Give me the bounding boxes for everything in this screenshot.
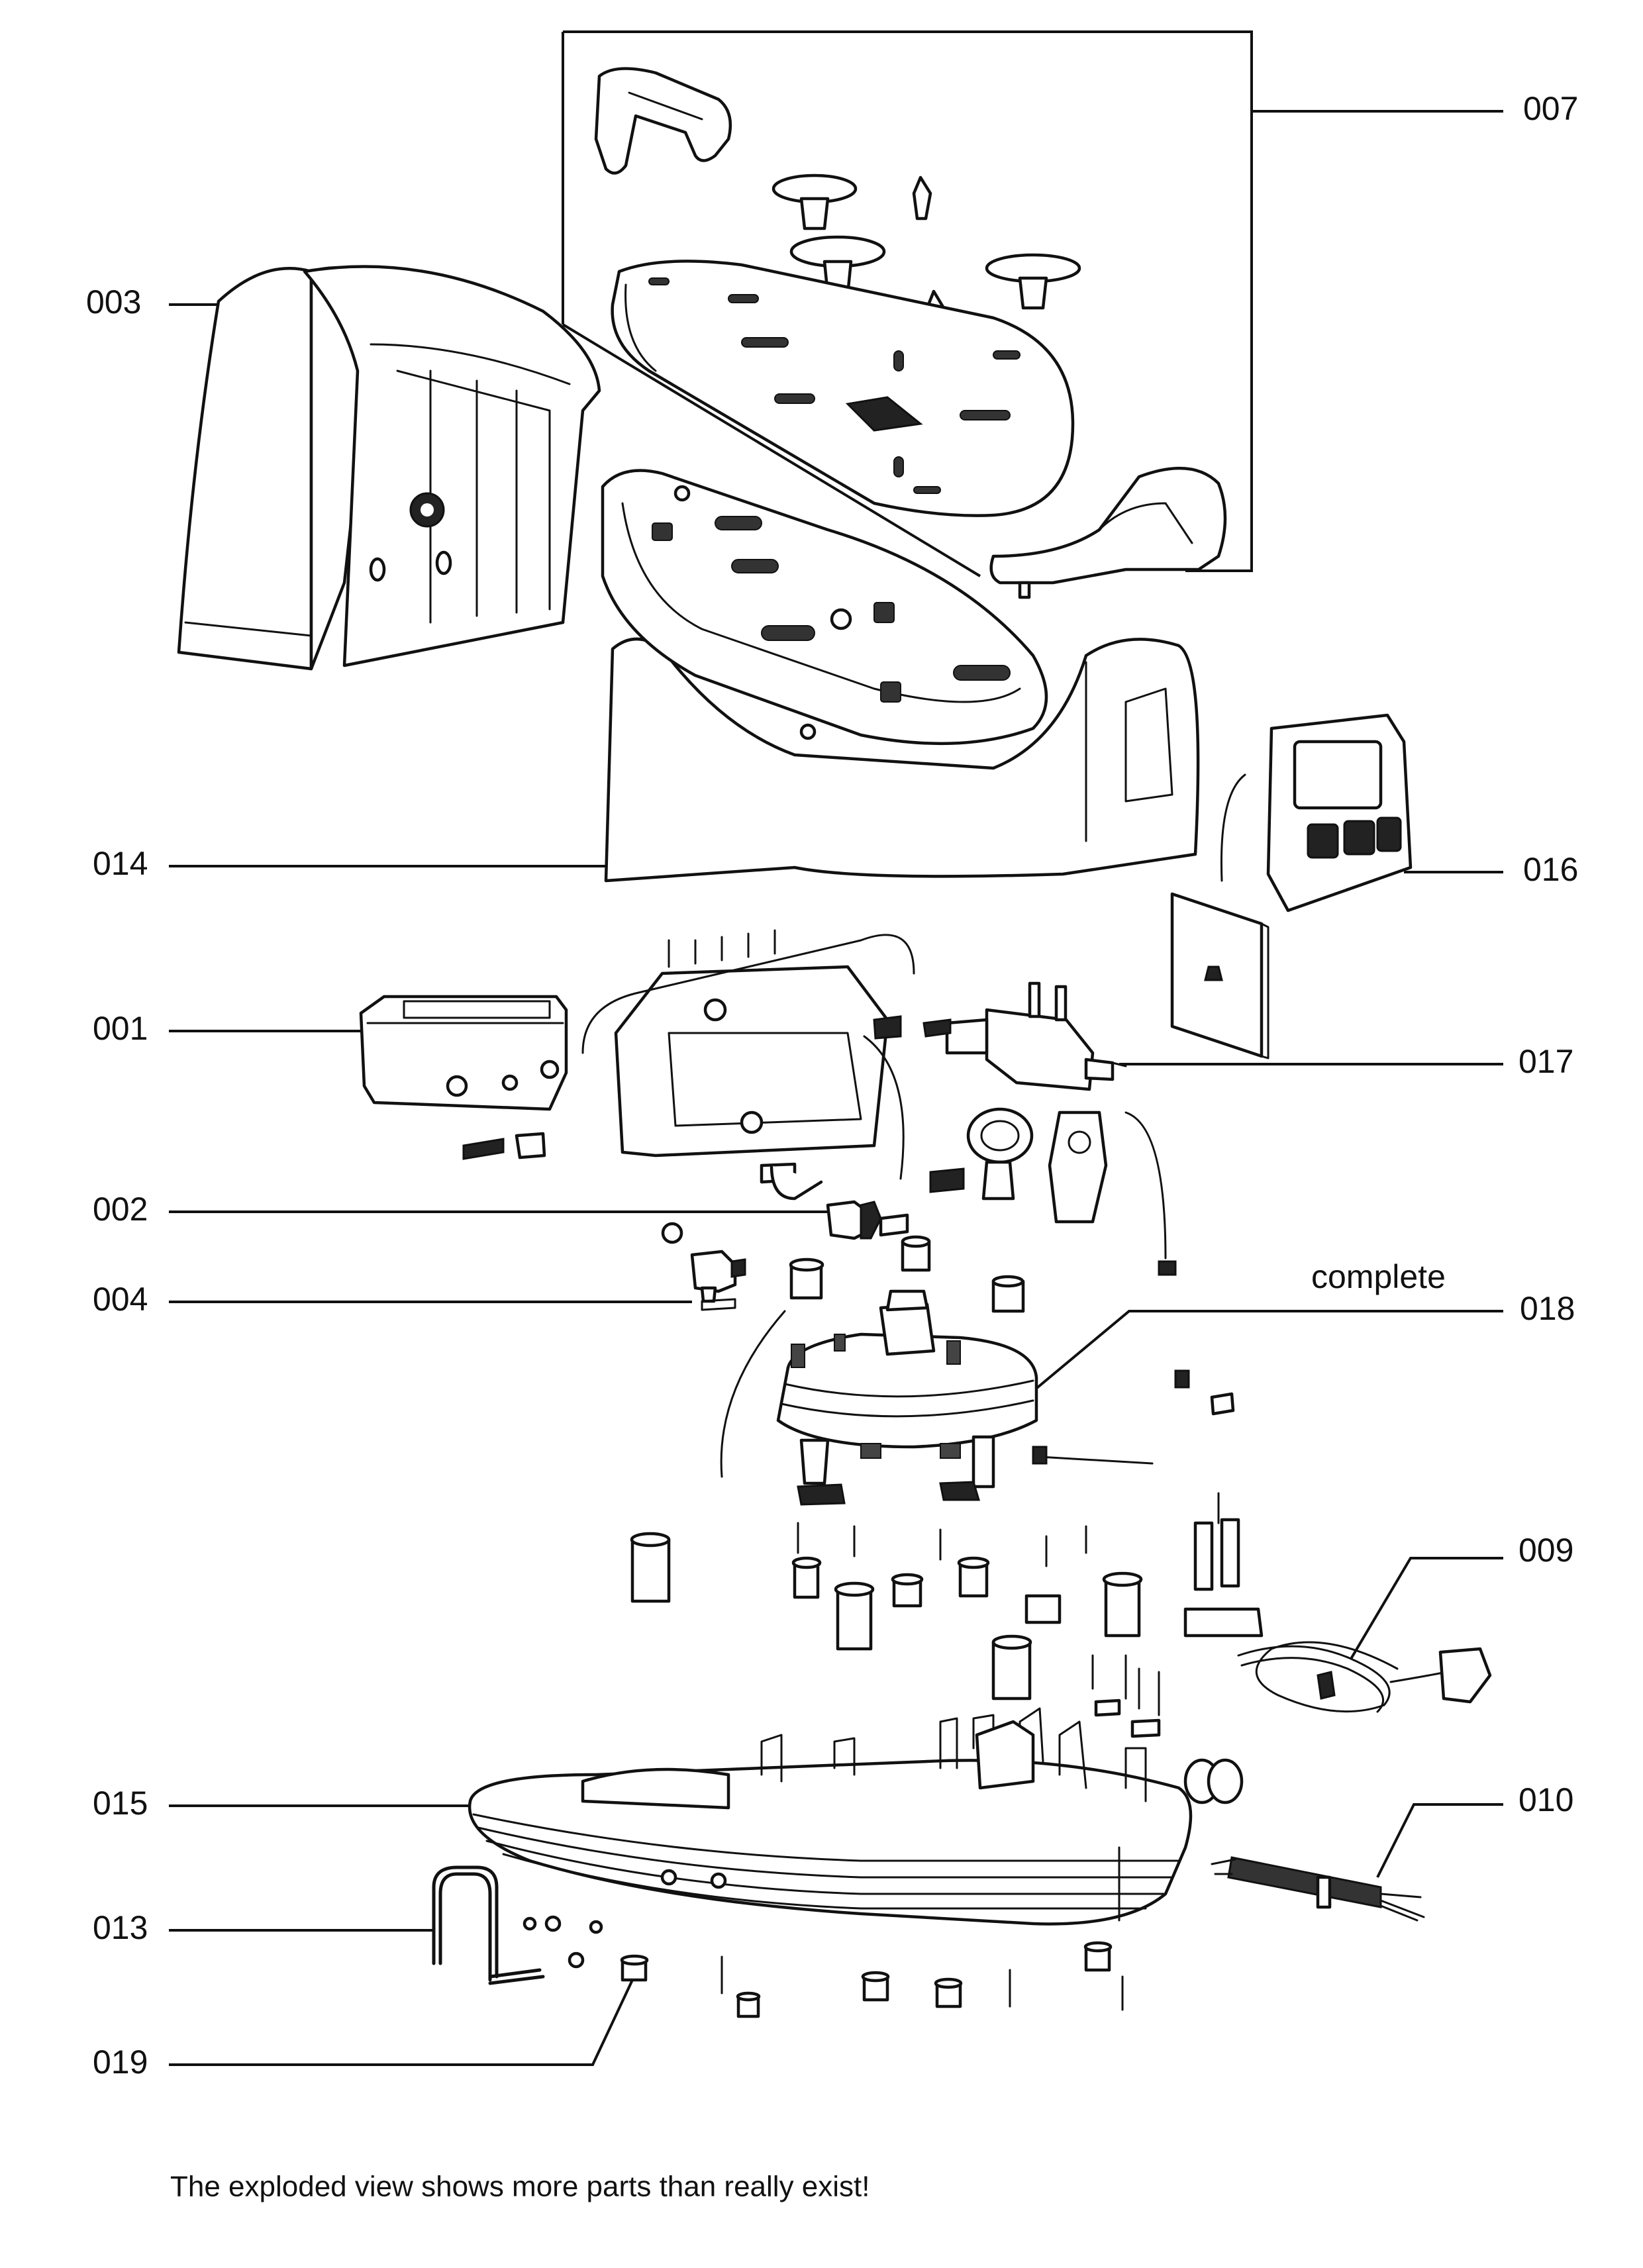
loose-hardware-middle — [630, 1492, 1220, 1738]
part-009-power-cord — [1183, 1518, 1503, 1713]
label-009: 009 — [1519, 1532, 1573, 1569]
part-019-feet — [169, 1941, 1124, 2066]
part-002-check-valve — [169, 1200, 909, 1244]
label-007: 007 — [1523, 90, 1578, 127]
footnote: The exploded view shows more parts than … — [170, 2171, 870, 2203]
label-001: 001 — [93, 1010, 148, 1047]
part-010-cable-sleeve — [1211, 1803, 1503, 1922]
part-003-rear-housing — [169, 265, 601, 671]
part-015-bottom-base — [169, 1707, 1244, 1926]
label-004: 004 — [93, 1281, 148, 1318]
label-010: 010 — [1519, 1781, 1573, 1818]
label-016: 016 — [1523, 851, 1578, 888]
label-018: 018 — [1520, 1290, 1575, 1327]
label-019: 019 — [93, 2044, 148, 2081]
part-014-base-cradle — [169, 469, 1200, 883]
part-016-control-panel — [1170, 713, 1503, 1060]
label-014: 014 — [93, 845, 148, 882]
part-number-labels: 007 003 014 016 001 017 002 004 complete… — [86, 90, 1578, 2081]
pump-housing — [581, 929, 915, 1201]
label-002: 002 — [93, 1191, 148, 1228]
frame-007 — [563, 30, 1253, 572]
part-001-water-tank — [169, 995, 568, 1160]
part-013-bracket — [169, 1865, 603, 1985]
label-013: 013 — [93, 1909, 148, 1946]
part-007-cover-set — [562, 30, 1503, 599]
label-017: 017 — [1519, 1043, 1573, 1080]
part-004-connector — [169, 1250, 746, 1311]
label-015: 015 — [93, 1785, 148, 1822]
label-003: 003 — [86, 283, 141, 320]
part-018-boiler-complete — [720, 1235, 1503, 1506]
label-018-note: complete — [1311, 1258, 1446, 1295]
part-017-solenoid-valve — [922, 981, 1503, 1276]
